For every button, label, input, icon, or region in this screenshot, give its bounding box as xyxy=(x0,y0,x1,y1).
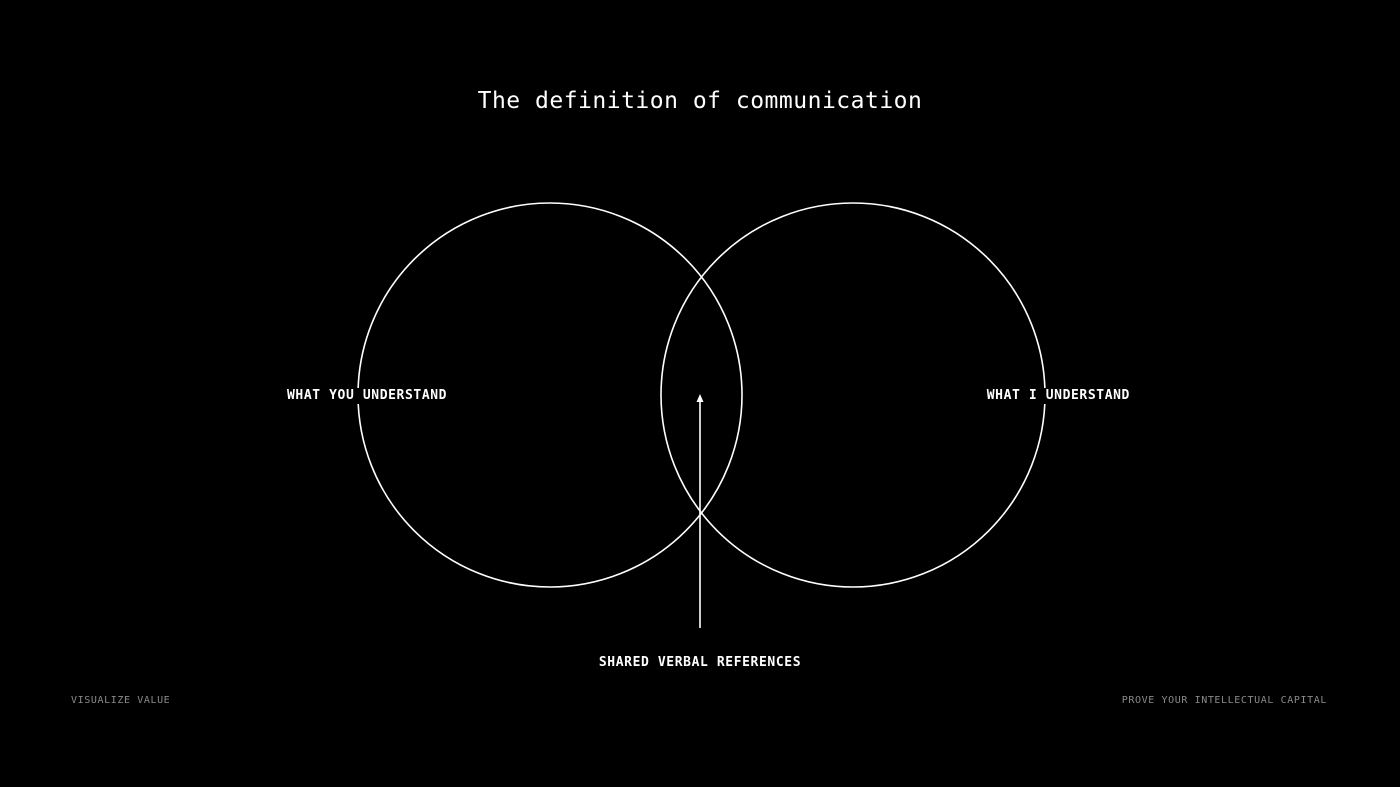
footer-tagline: PROVE YOUR INTELLECTUAL CAPITAL xyxy=(1121,695,1327,706)
arrowhead-icon xyxy=(696,394,704,402)
right-set-label: WHAT I UNDERSTAND xyxy=(984,388,1130,404)
left-set-label: WHAT YOU UNDERSTAND xyxy=(287,388,450,404)
footer-brand: VISUALIZE VALUE xyxy=(71,695,171,706)
slide-title: The definition of communication xyxy=(477,88,923,114)
overlap-label: SHARED VERBAL REFERENCES xyxy=(598,655,802,670)
